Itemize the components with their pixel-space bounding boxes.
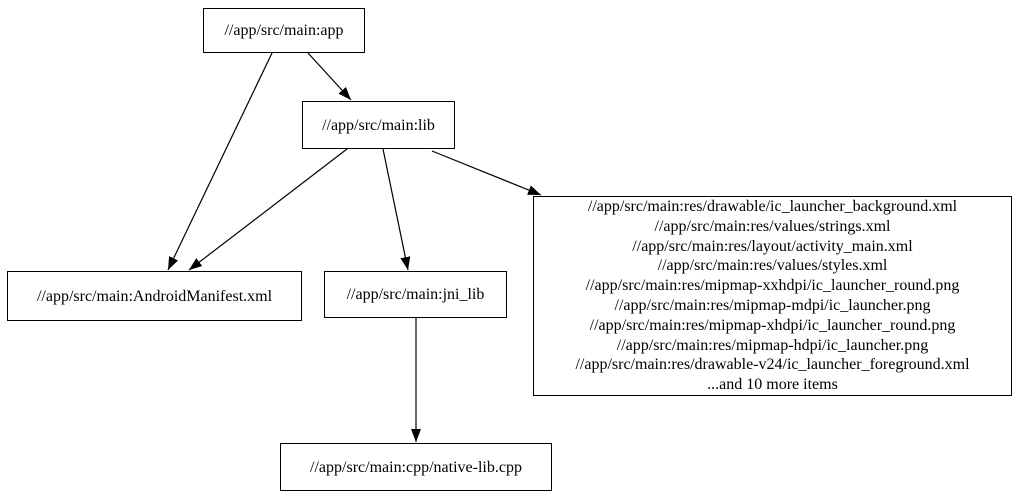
resources-line: //app/src/main:res/layout/activity_main.… [632,237,913,255]
resources-line: //app/src/main:res/drawable/ic_launcher_… [587,198,958,216]
node-androidmanifest: //app/src/main:AndroidManifest.xml [7,271,302,321]
resources-line: //app/src/main:res/mipmap-xhdpi/ic_launc… [589,316,956,334]
node-resources-file-group: //app/src/main:res/drawable/ic_launcher_… [533,196,1012,396]
edge-lib-to-jni-lib [382,148,411,271]
node-lib: //app/src/main:lib [302,101,455,149]
resources-line: //app/src/main:res/drawable-v24/ic_launc… [575,356,970,374]
resources-line: //app/src/main:res/values/strings.xml [654,217,891,235]
node-jni-lib-label: //app/src/main:jni_lib [346,286,485,303]
resources-line: //app/src/main:res/mipmap-xxhdpi/ic_laun… [585,277,960,295]
resources-line: //app/src/main:res/values/styles.xml [657,257,888,275]
node-native-lib-cpp-label: //app/src/main:cpp/native-lib.cpp [310,458,522,476]
resources-line: //app/src/main:res/mipmap-mdpi/ic_launch… [614,297,931,314]
resources-line: ...and 10 more items [707,376,838,394]
edge-app-to-lib [307,52,352,101]
edge-lib-to-androidmanifest [188,148,348,271]
edge-lib-to-resources [431,150,542,196]
node-jni-lib: //app/src/main:jni_lib [324,271,507,318]
node-app: //app/src/main:app [203,8,365,53]
resources-line: //app/src/main:res/mipmap-hdpi/ic_launch… [616,336,929,354]
edge-app-to-androidmanifest [167,52,273,271]
node-lib-label: //app/src/main:lib [322,116,435,134]
node-app-label: //app/src/main:app [224,22,344,39]
node-androidmanifest-label: //app/src/main:AndroidManifest.xml [36,287,273,305]
node-native-lib-cpp: //app/src/main:cpp/native-lib.cpp [280,443,552,491]
